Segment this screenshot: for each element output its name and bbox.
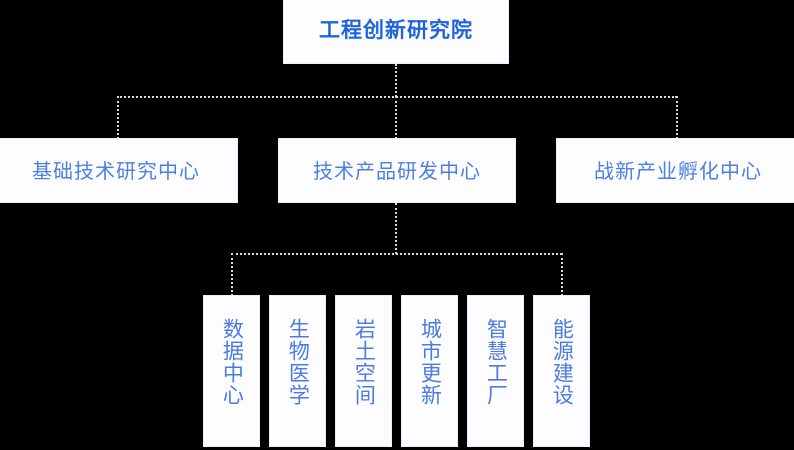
connector-level2-drop-right xyxy=(676,96,678,139)
node-label: 基础技术研究中心 xyxy=(32,158,200,183)
node-label: 岩土空间 xyxy=(352,318,377,406)
node-label: 数据中心 xyxy=(220,318,245,406)
node-geotechnical-space[interactable]: 岩土空间 xyxy=(335,295,392,447)
connector-level3-drop-left xyxy=(231,253,233,296)
node-label: 战新产业孵化中心 xyxy=(594,158,762,183)
node-label: 智慧工厂 xyxy=(484,318,509,406)
node-root[interactable]: 工程创新研究院 xyxy=(283,0,509,64)
node-energy-construction[interactable]: 能源建设 xyxy=(533,295,590,447)
node-label: 生物医学 xyxy=(286,318,311,406)
node-label: 能源建设 xyxy=(550,318,575,406)
node-label: 技术产品研发中心 xyxy=(313,158,481,183)
connector-level2-drop-center xyxy=(395,96,397,139)
node-urban-renewal[interactable]: 城市更新 xyxy=(401,295,458,447)
connector-level3-bus xyxy=(231,253,562,255)
connector-root-stem xyxy=(395,64,397,97)
node-data-center[interactable]: 数据中心 xyxy=(203,295,260,447)
connector-level2-bus xyxy=(117,96,677,98)
node-basic-technology-research-center[interactable]: 基础技术研究中心 xyxy=(0,138,238,203)
node-smart-factory[interactable]: 智慧工厂 xyxy=(467,295,524,447)
connector-level3-stem xyxy=(395,203,397,254)
node-strategic-industry-incubation-center[interactable]: 战新产业孵化中心 xyxy=(556,138,794,203)
node-label: 城市更新 xyxy=(418,318,443,406)
node-biomedicine[interactable]: 生物医学 xyxy=(269,295,326,447)
connector-level2-drop-left xyxy=(117,96,119,139)
node-root-label: 工程创新研究院 xyxy=(319,18,473,42)
connector-level3-drop-right xyxy=(561,253,563,296)
node-technology-product-rd-center[interactable]: 技术产品研发中心 xyxy=(278,138,516,203)
